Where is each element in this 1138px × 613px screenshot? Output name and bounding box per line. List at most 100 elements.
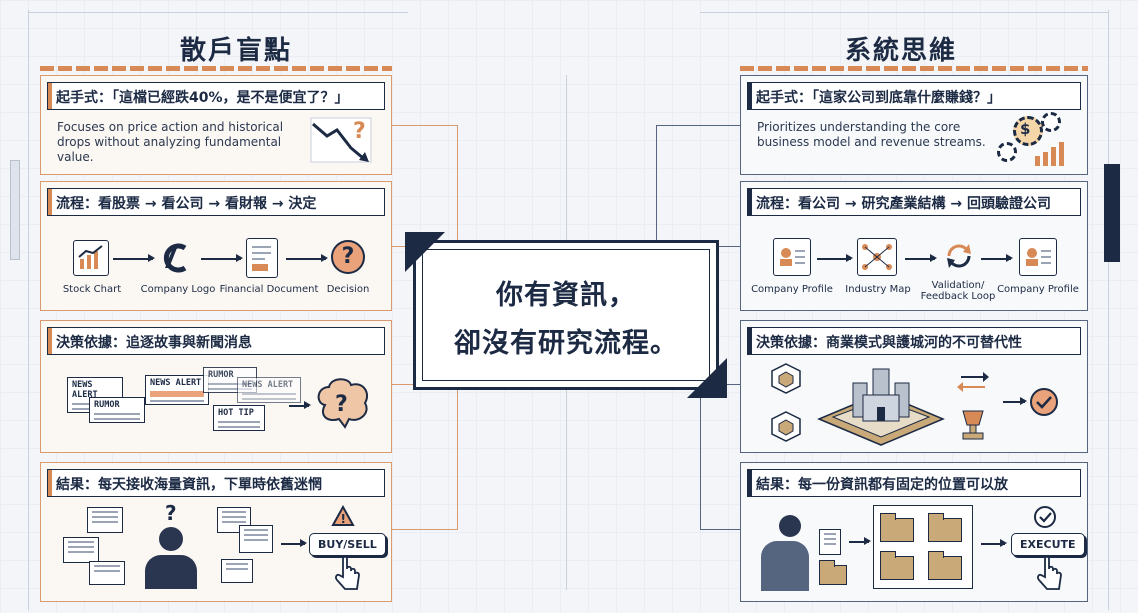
stock-chart-icon — [73, 240, 109, 276]
decision-icon: ? — [331, 240, 365, 274]
step-label: Decision — [326, 284, 370, 295]
panel-heading: 流程：看股票 → 看公司 → 看財報 → 決定 — [47, 188, 385, 216]
info-window — [239, 525, 273, 553]
left-panel-start: 起手式：「這檔已經跌40%，是不是便宜了？」 Focuses on price … — [40, 75, 392, 175]
gear-icon — [1041, 112, 1061, 132]
side-accent-bar — [1104, 164, 1120, 262]
panel-heading: 決策依據：追逐故事與新聞消息 — [47, 327, 385, 355]
folder-icon — [879, 551, 914, 580]
folder-icon — [818, 560, 847, 585]
step-label: Validation/ Feedback Loop — [920, 280, 996, 302]
investor-avatar — [159, 527, 183, 551]
right-column-title: 系統思維 — [845, 36, 958, 66]
right-panel-process: 流程：看公司 → 研究產業結構 → 回頭驗證公司 Company Profile… — [740, 181, 1088, 311]
dollar-icon: $ — [1020, 120, 1031, 138]
news-card: RUMOR — [89, 397, 145, 423]
folder-icon — [927, 513, 962, 542]
right-panel-basis: 決策依據：商業模式與護城河的不可替代性 — [740, 320, 1088, 453]
check-icon — [1030, 388, 1058, 416]
panel-description: Focuses on price action and historical d… — [57, 120, 284, 164]
right-panel-start: 起手式：「這家公司到底靠什麼賺錢？」 Prioritizes understan… — [740, 75, 1088, 175]
svg-text:?: ? — [335, 392, 348, 417]
financial-document-icon — [246, 238, 278, 278]
warning-icon: ! — [331, 505, 355, 526]
right-panel-result: 結果：每一份資訊都有固定的位置可以放 EXECUTE — [740, 462, 1088, 602]
flow-arrow — [289, 402, 311, 408]
investor-body — [145, 555, 197, 589]
falling-price-icon: ? — [310, 117, 372, 163]
filing-system — [873, 505, 973, 589]
panel-heading: 決策依據：商業模式與護城河的不可替代性 — [747, 327, 1081, 355]
folder-icon — [927, 551, 962, 580]
buy-sell-button[interactable]: BUY/SELL — [309, 533, 386, 556]
step-label: Company Logo — [140, 284, 216, 295]
news-label: RUMOR — [208, 370, 234, 380]
flow-arrow — [905, 255, 937, 261]
step-label: Company Profile — [997, 284, 1079, 295]
flow-arrow — [981, 255, 1013, 261]
info-window — [221, 559, 253, 583]
news-card: HOT TIP — [213, 405, 265, 431]
flow-arrow — [281, 540, 307, 546]
svg-text:?: ? — [353, 119, 366, 144]
analyst-body — [761, 541, 809, 591]
flow-arrow — [981, 540, 1007, 546]
cube-icon — [771, 363, 801, 394]
frame-line — [700, 12, 1108, 13]
news-card: NEWS ALERT — [237, 377, 301, 403]
castle-moat-icon — [817, 368, 945, 446]
title-stripe — [740, 66, 1088, 71]
flow-arrow — [286, 255, 328, 261]
flow-arrow — [817, 255, 853, 261]
connector-line — [392, 125, 458, 240]
step-label: Stock Chart — [62, 284, 122, 295]
document-icon — [819, 529, 841, 555]
news-label: NEWS ALERT — [242, 380, 294, 390]
trophy-icon — [962, 410, 984, 440]
gear-icon — [1013, 116, 1043, 146]
center-line-1: 你有資訊， — [496, 280, 636, 311]
confused-brain-icon: ? — [317, 378, 369, 429]
check-icon — [1034, 506, 1056, 528]
news-label: NEWS ALERT — [72, 380, 98, 400]
flow-arrow — [1003, 398, 1027, 404]
connector-line — [392, 384, 413, 385]
pointer-hand-icon — [1037, 557, 1062, 590]
step-label: Financial Document — [219, 284, 319, 295]
news-label: RUMOR — [94, 400, 120, 410]
left-panel-process: 流程：看股票 → 看公司 → 看財報 → 決定 ? Stock Chart Co… — [40, 181, 392, 311]
panel-description: Prioritizes understanding the core busin… — [757, 120, 986, 149]
connector-line — [700, 390, 740, 530]
panel-heading: 流程：看公司 → 研究產業結構 → 回頭驗證公司 — [747, 188, 1081, 216]
info-window — [87, 507, 123, 533]
title-stripe — [40, 66, 392, 71]
step-label: Industry Map — [845, 284, 911, 295]
flow-arrow — [849, 538, 871, 544]
growth-chart-icon — [1035, 142, 1064, 166]
panel-heading: 起手式：「這家公司到底靠什麼賺錢？」 — [747, 82, 1081, 110]
analyst-avatar — [779, 515, 801, 537]
news-card: NEWS ALERT — [145, 375, 209, 405]
company-profile-icon — [1019, 238, 1057, 276]
connector-line — [656, 125, 740, 240]
company-profile-icon — [773, 238, 811, 276]
question-icon: ? — [165, 501, 177, 525]
news-label: HOT TIP — [218, 408, 254, 418]
pointer-hand-icon — [335, 557, 360, 590]
panel-heading: 結果：每天接收海量資訊，下單時依舊迷惘 — [47, 469, 385, 497]
center-line-2: 卻沒有研究流程。 — [454, 328, 678, 359]
center-message-card: 你有資訊， 卻沒有研究流程。 — [413, 240, 719, 390]
connector-line — [719, 384, 740, 385]
cube-icon — [771, 411, 801, 442]
left-column-title: 散戶盲點 — [180, 36, 293, 66]
side-accent-bar — [10, 160, 20, 260]
swap-icon — [957, 372, 989, 392]
left-panel-basis: 決策依據：追逐故事與新聞消息 NEWS ALERT RUMOR NEWS ALE… — [40, 320, 392, 453]
folder-icon — [879, 513, 914, 542]
execute-button[interactable]: EXECUTE — [1011, 533, 1085, 556]
flow-arrow — [113, 255, 155, 261]
connector-line — [392, 246, 413, 247]
info-window — [63, 537, 99, 563]
flow-arrow — [201, 255, 243, 261]
svg-text:!: ! — [341, 512, 346, 526]
